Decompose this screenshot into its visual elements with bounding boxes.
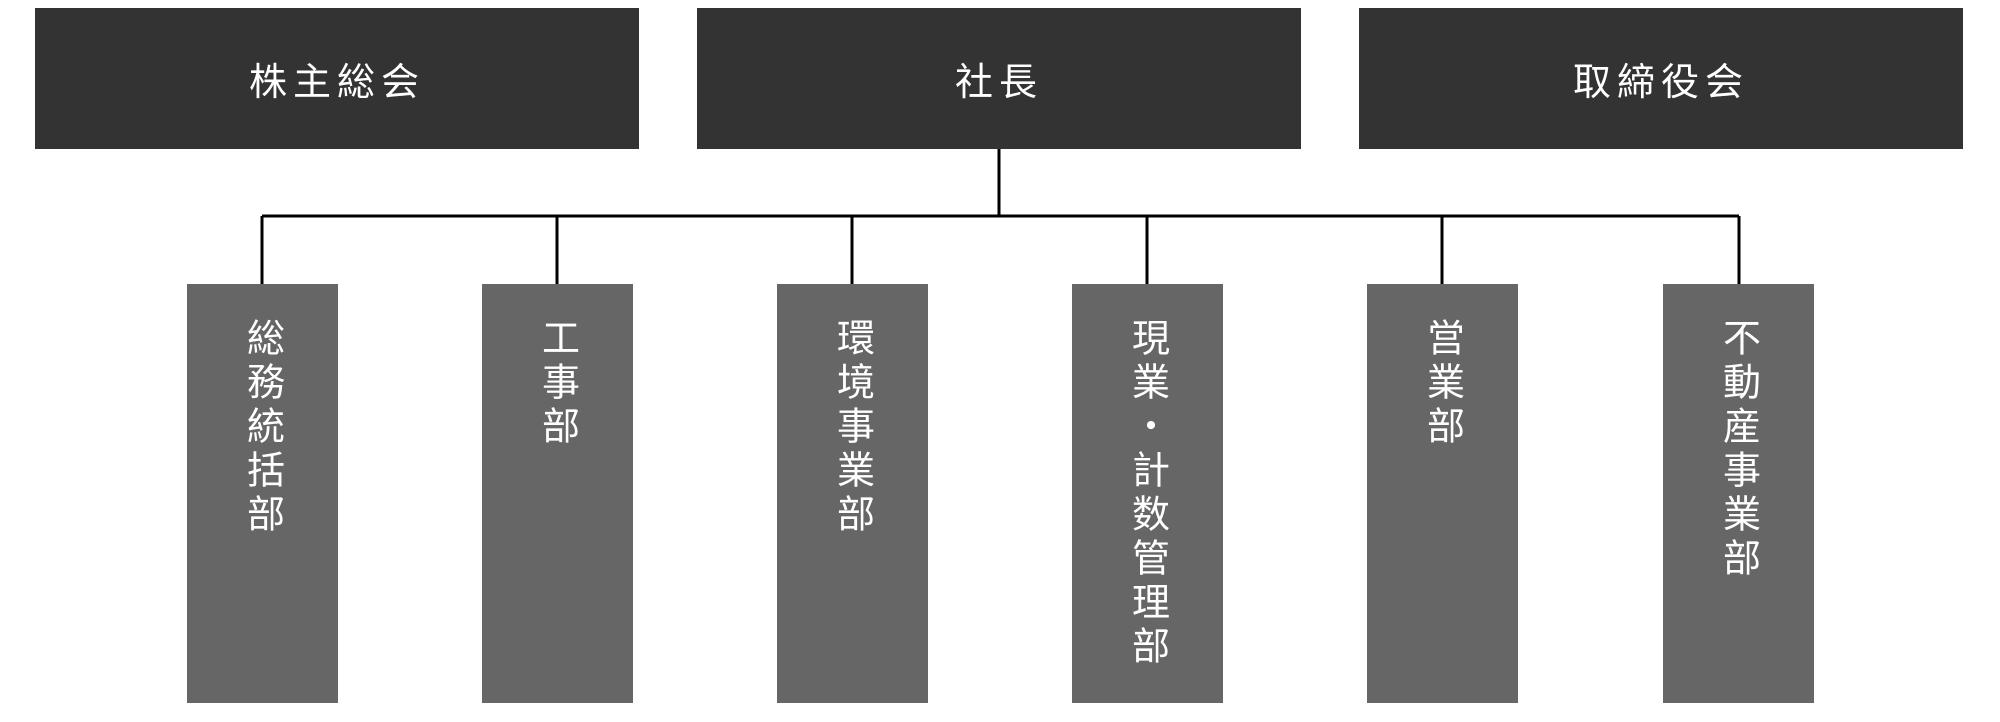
department-real-estate: 不動産事業部	[1663, 284, 1814, 703]
department-general-affairs: 総務統括部	[187, 284, 338, 703]
department-label: 環境事業部	[830, 318, 875, 538]
department-label: 不動産事業部	[1716, 318, 1761, 582]
shareholders-meeting-box: 株主総会	[35, 8, 639, 149]
board-of-directors-label: 取締役会	[1572, 60, 1749, 104]
department-sales: 営業部	[1367, 284, 1518, 703]
board-of-directors-box: 取締役会	[1359, 8, 1963, 149]
department-label: 工事部	[535, 318, 580, 450]
department-label: 現業・計数管理部	[1125, 318, 1170, 670]
department-construction: 工事部	[482, 284, 633, 703]
shareholders-meeting-label: 株主総会	[248, 60, 425, 104]
department-label: 総務統括部	[240, 318, 285, 538]
department-environment: 環境事業部	[777, 284, 928, 703]
department-operations-accounting: 現業・計数管理部	[1072, 284, 1223, 703]
president-box: 社長	[697, 8, 1301, 149]
department-label: 営業部	[1420, 318, 1465, 450]
president-label: 社長	[954, 60, 1043, 104]
